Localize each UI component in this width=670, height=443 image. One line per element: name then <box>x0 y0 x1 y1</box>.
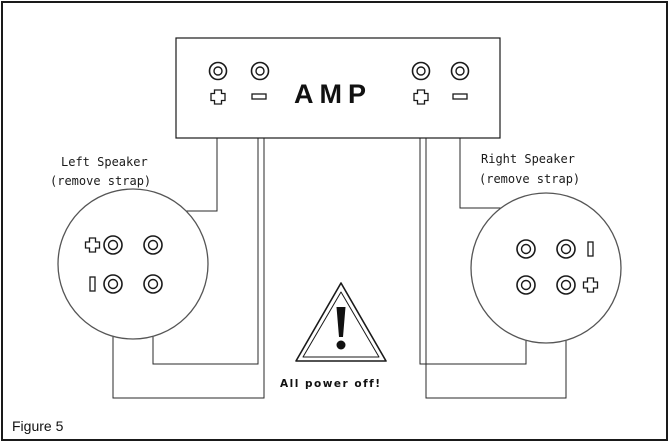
amp-right-positive-terminal <box>411 61 431 81</box>
left-speaker-name: Left Speaker <box>61 155 148 169</box>
left-speaker-note: (remove strap) <box>50 174 151 188</box>
right-speaker-ring <box>470 192 622 344</box>
right-speaker: Right Speaker (remove strap) <box>470 152 622 344</box>
plus-icon <box>210 89 226 105</box>
right-speaker-terminal-bottom-right <box>556 275 576 295</box>
amplifier-box <box>175 37 501 139</box>
right-speaker-note: (remove strap) <box>479 172 580 186</box>
figure-caption: Figure 5 <box>12 418 64 434</box>
right-speaker-name: Right Speaker <box>481 152 575 166</box>
left-speaker-ring <box>57 188 209 340</box>
right-speaker-terminal-top-left <box>516 239 536 259</box>
minus-icon <box>89 276 96 292</box>
wire-amp-right-positive-return <box>425 104 567 399</box>
amplifier: AMP <box>175 37 501 139</box>
left-speaker: Left Speaker (remove strap) <box>50 155 209 340</box>
left-speaker-terminal-bottom-right <box>143 274 163 294</box>
exclamation-icon <box>336 307 346 337</box>
minus-icon <box>251 93 267 100</box>
left-speaker-terminal-top-right <box>143 235 163 255</box>
plus-icon <box>84 237 101 253</box>
left-speaker-terminal-top-left <box>103 235 123 255</box>
amp-left-positive-terminal <box>208 61 228 81</box>
plus-icon <box>413 89 429 105</box>
amp-label: AMP <box>294 79 372 109</box>
warning-triangle-inner <box>302 291 380 358</box>
exclamation-dot <box>336 340 346 350</box>
minus-icon <box>452 93 468 100</box>
minus-icon <box>587 241 594 257</box>
warning-text: All power off! <box>280 378 382 390</box>
warning-sign: All power off! <box>280 282 387 390</box>
amp-right-negative-terminal <box>450 61 470 81</box>
plus-icon <box>582 277 599 293</box>
right-speaker-terminal-top-right <box>556 239 576 259</box>
amp-left-negative-terminal <box>250 61 270 81</box>
right-speaker-terminal-bottom-left <box>516 275 536 295</box>
left-speaker-terminal-bottom-left <box>103 274 123 294</box>
wire-amp-left-negative-return <box>112 104 265 399</box>
